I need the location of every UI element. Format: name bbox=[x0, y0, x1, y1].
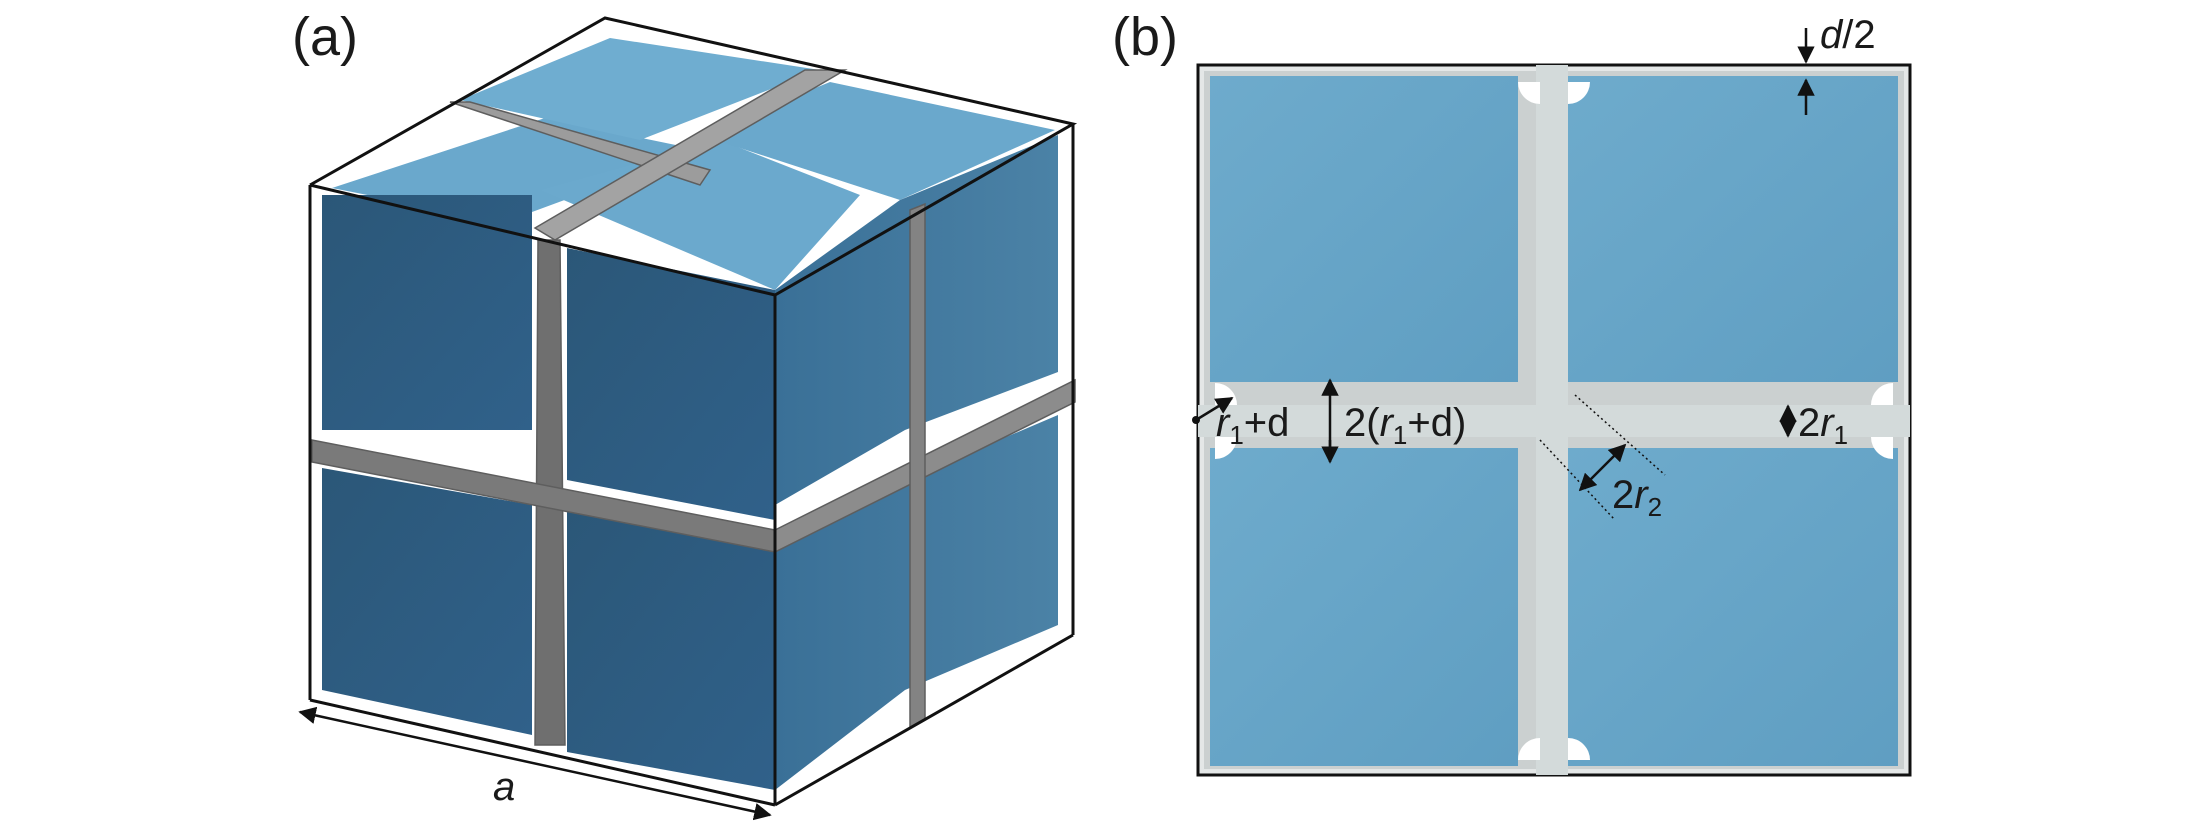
cube-top-back-left bbox=[460, 38, 820, 140]
d-half-label: d/2 bbox=[1820, 13, 1876, 57]
notch-bottom-left bbox=[1518, 738, 1540, 760]
cube-front-lower-right bbox=[567, 512, 775, 790]
d-half-annotation: d/2 bbox=[1797, 13, 1876, 115]
square-bottom-right bbox=[1568, 448, 1898, 766]
full-diameter-annotation: 2(r1+d) bbox=[1321, 378, 1466, 464]
panel-a-label: (a) bbox=[292, 7, 358, 67]
beam-width-annotation: 2r1 bbox=[1779, 401, 1848, 450]
notch-right-top bbox=[1871, 383, 1893, 405]
post-width-annotation: 2r2 bbox=[1539, 394, 1666, 522]
corner-radius-annotation: r1+d bbox=[1192, 396, 1289, 450]
square-top-left bbox=[1210, 76, 1518, 382]
cube-front-upper-left bbox=[322, 195, 532, 430]
box-bottom-side-edge bbox=[774, 633, 1074, 807]
notch-right-bottom bbox=[1871, 437, 1893, 459]
cube-front-faces bbox=[322, 195, 775, 790]
notch-top-right bbox=[1568, 82, 1590, 104]
square-top-right bbox=[1568, 76, 1898, 382]
dimension-a-label: a bbox=[493, 765, 515, 809]
full-diameter-label: 2(r1+d) bbox=[1344, 401, 1466, 450]
top-bar-cross bbox=[533, 69, 848, 241]
cube-front-upper-right bbox=[567, 248, 775, 520]
beam-width-label: 2r1 bbox=[1798, 401, 1848, 450]
notch-top-left bbox=[1518, 82, 1540, 104]
corner-notches bbox=[1215, 82, 1893, 760]
post-width-label: 2r2 bbox=[1612, 473, 1662, 522]
square-bottom-left bbox=[1210, 448, 1518, 766]
cube-front-lower-left bbox=[322, 468, 532, 735]
squares bbox=[1210, 76, 1898, 766]
panel-b: (b) d/2 bbox=[1112, 7, 1912, 777]
cube-top-back-right bbox=[700, 82, 1055, 200]
panel-b-label: (b) bbox=[1112, 7, 1178, 67]
corner-radius-label: r1+d bbox=[1216, 401, 1289, 450]
dimension-a-arrow bbox=[298, 706, 772, 821]
panel-a: (a) bbox=[292, 7, 1078, 821]
notch-left-bottom bbox=[1215, 437, 1237, 459]
notch-bottom-right bbox=[1568, 738, 1590, 760]
side-vertical-post bbox=[909, 202, 926, 730]
